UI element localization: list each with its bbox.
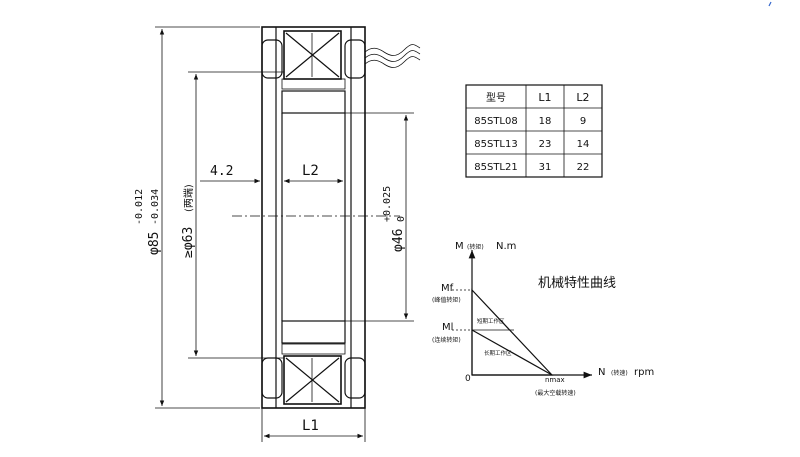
curve-title: 机械特性曲线 bbox=[538, 276, 616, 291]
table-cell: 31 bbox=[539, 162, 552, 173]
dim-inner-dia: φ46 bbox=[391, 229, 406, 252]
table-cell: 9 bbox=[580, 116, 586, 127]
dim-outer-tol-upper: -0.012 bbox=[134, 189, 145, 225]
table-header-model: 型号 bbox=[486, 91, 506, 104]
zone-long-label: 长期工作区 bbox=[484, 349, 512, 357]
y-axis-label: M bbox=[455, 241, 464, 252]
spec-table: 型号 L1 L2 85STL08 18 9 85STL13 23 14 85ST… bbox=[465, 84, 603, 178]
motor-section-view bbox=[232, 26, 421, 409]
ml-label: Ml bbox=[442, 322, 453, 333]
x-axis-label: N bbox=[598, 367, 605, 378]
dim-offset: 4.2 bbox=[210, 164, 233, 179]
table-header-l1: L1 bbox=[538, 91, 551, 104]
x-axis-unit: rpm bbox=[634, 367, 654, 378]
table-cell: 85STL21 bbox=[474, 162, 517, 173]
dim-length-l1: L1 bbox=[302, 418, 319, 434]
dim-inner-tol-upper: +0.025 bbox=[382, 186, 393, 222]
nmax-note: (最大空载转速) bbox=[535, 389, 576, 397]
zone-short-term bbox=[471, 288, 554, 376]
x-axis-note: (转速) bbox=[611, 369, 628, 377]
dim-outer-tol-lower: -0.034 bbox=[150, 189, 161, 225]
coil-top-right bbox=[344, 39, 366, 79]
coil-top-left bbox=[261, 39, 283, 79]
table-cell: 85STL13 bbox=[474, 139, 517, 150]
origin-label: 0 bbox=[465, 374, 471, 384]
dim-inner-tol-lower: 0 bbox=[396, 216, 407, 222]
mf-note: (峰值转矩) bbox=[432, 296, 461, 304]
winding-strip-bottom bbox=[281, 343, 346, 355]
table-cell: 18 bbox=[539, 116, 552, 127]
coil-bottom-left bbox=[261, 357, 283, 399]
zone-long-term-boundary bbox=[471, 329, 553, 376]
table-cell: 85STL08 bbox=[474, 116, 517, 127]
coil-bottom-right bbox=[344, 357, 366, 399]
corner-mark bbox=[768, 1, 772, 7]
winding-strip-top bbox=[281, 78, 346, 90]
stator-bottom bbox=[281, 320, 346, 344]
y-axis-note: (转矩) bbox=[467, 243, 484, 251]
magnet-bottom bbox=[283, 355, 342, 405]
table-header-l2: L2 bbox=[576, 91, 589, 104]
dim-pitch-dia: ≥φ63 bbox=[181, 227, 196, 258]
table-cell: 23 bbox=[539, 139, 552, 150]
stator-top bbox=[281, 90, 346, 114]
table-cell: 22 bbox=[577, 162, 590, 173]
characteristic-curve: M (转矩) N.m 机械特性曲线 Mf (峰值转矩) Ml (连续转矩) 短期… bbox=[432, 241, 654, 397]
dim-length-l2: L2 bbox=[302, 163, 319, 179]
ml-note: (连续转矩) bbox=[432, 336, 461, 344]
body-outline bbox=[261, 26, 366, 409]
dim-pitch-note: (两端) bbox=[182, 184, 195, 212]
y-axis-unit: N.m bbox=[496, 241, 516, 252]
nmax-label: nmax bbox=[545, 376, 565, 384]
lead-wire-1 bbox=[364, 44, 421, 56]
dim-outer-dia: φ85 bbox=[147, 232, 162, 255]
dimensions: φ85 -0.012 -0.034 ≥φ63 (两端) φ46 +0.025 0… bbox=[134, 26, 414, 442]
zone-short-label: 短期工作区 bbox=[477, 317, 505, 325]
table-cell: 14 bbox=[577, 139, 590, 150]
mf-label: Mf bbox=[441, 283, 454, 294]
